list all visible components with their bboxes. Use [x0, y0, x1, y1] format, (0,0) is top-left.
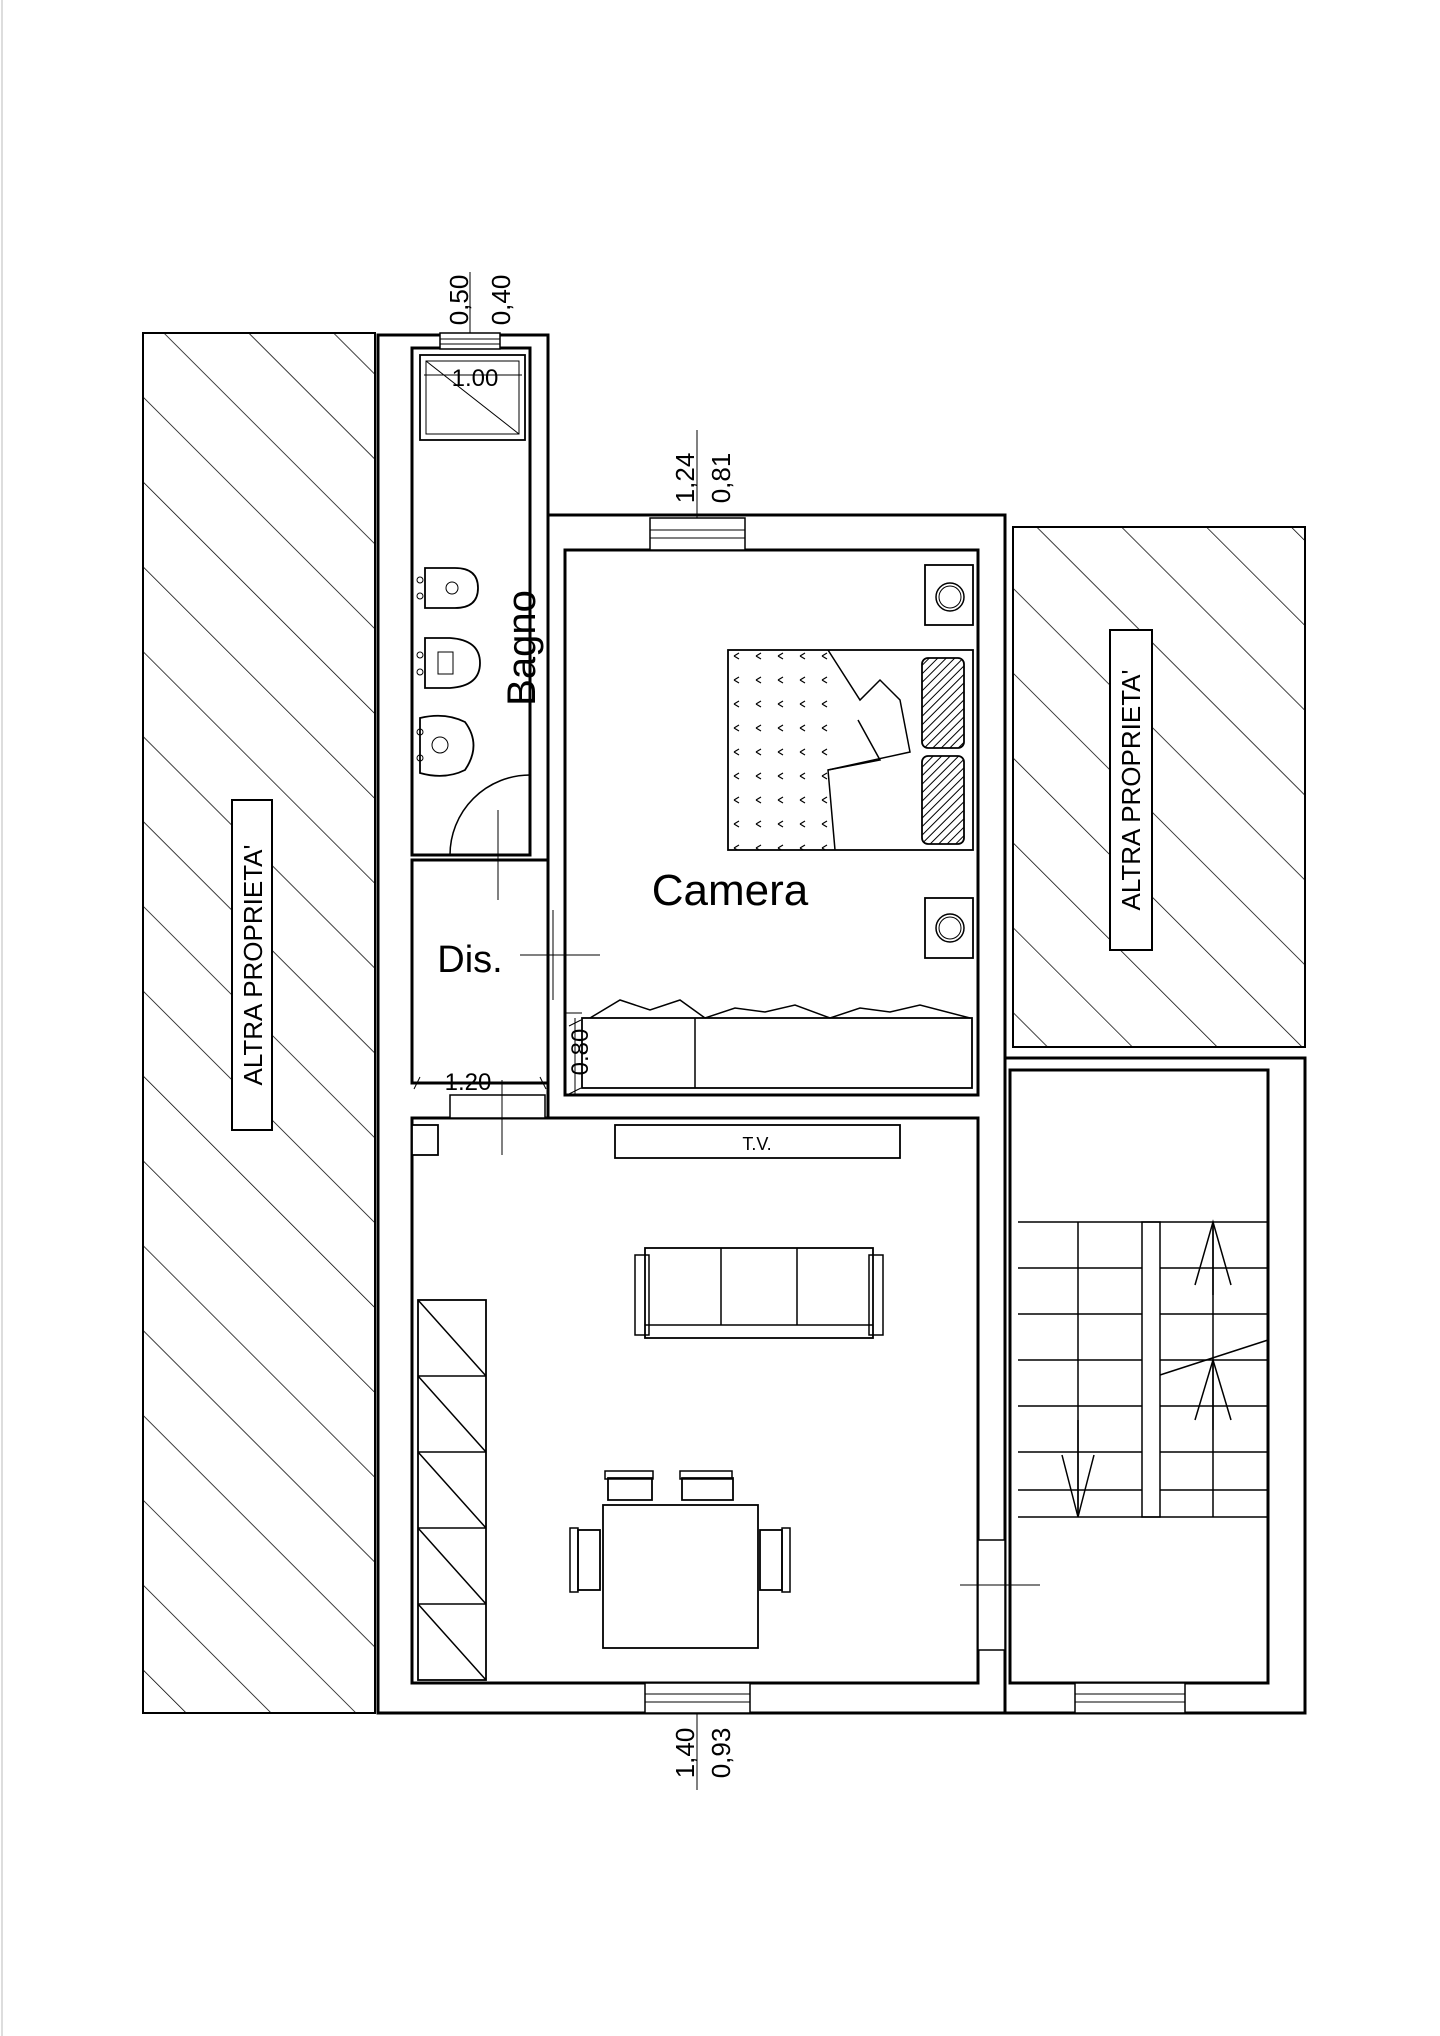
dim-shower: 1.00 — [452, 365, 499, 392]
doors — [449, 774, 1040, 1651]
bedroom-label: Camera — [652, 866, 809, 915]
dimensions: 0,50 0,40 1.00 1,24 0,81 1.20 0.80 1,40 … — [412, 272, 736, 1790]
stairs — [1018, 1219, 1269, 1518]
other-property-right: ALTRA PROPRIETA' — [1012, 526, 1306, 1048]
hallway-label: Dis. — [437, 939, 502, 981]
windows — [439, 332, 1186, 1714]
dim-bath-window-width: 0,50 — [444, 275, 474, 326]
dim-bedroom-window-height: 0,81 — [706, 453, 736, 504]
dim-bath-window-height: 0,40 — [486, 275, 516, 326]
dim-living-window-height: 0,93 — [706, 1728, 736, 1779]
dim-living-window-width: 1,40 — [670, 1728, 700, 1779]
bathroom-label: Bagno — [500, 590, 544, 706]
other-property-right-label: ALTRA PROPRIETA' — [1116, 670, 1146, 911]
bedroom-furniture: Camera — [565, 564, 974, 1089]
living-room-furniture: T.V. — [411, 1124, 901, 1681]
dim-wardrobe-depth: 0.80 — [567, 1029, 594, 1076]
other-property-left-label: ALTRA PROPRIETA' — [238, 845, 268, 1086]
other-property-left: ALTRA PROPRIETA' — [142, 332, 376, 1714]
dim-bedroom-window-width: 1,24 — [670, 453, 700, 504]
dim-hallway-width: 1.20 — [445, 1069, 492, 1096]
bathroom-fixtures: Bagno — [416, 354, 544, 777]
tv-label: T.V. — [742, 1134, 771, 1154]
